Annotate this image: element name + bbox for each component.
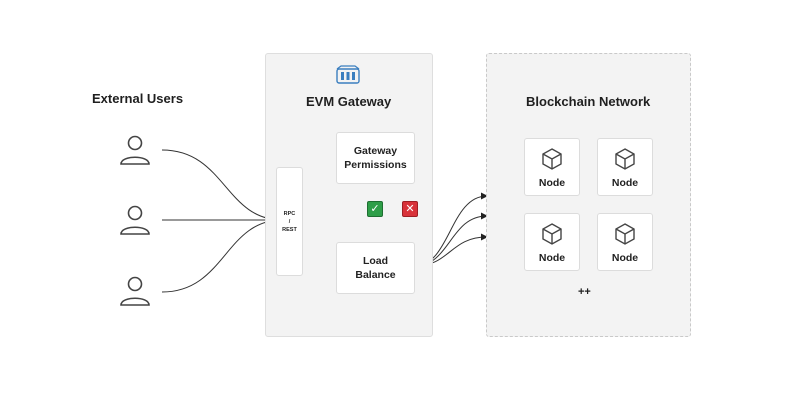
node-label: Node <box>611 252 639 264</box>
node-label: Node <box>611 177 639 189</box>
gateway-icon <box>336 65 360 84</box>
check-icon: ✓ <box>367 201 383 217</box>
node-card: Node <box>524 213 580 271</box>
node-card: Node <box>597 138 653 196</box>
permissions-box: Gateway Permissions <box>336 132 415 184</box>
user-icon <box>120 276 150 306</box>
load-balance-box: Load Balance <box>336 242 415 294</box>
gateway-heading: EVM Gateway <box>306 94 392 109</box>
user-icon <box>120 135 150 165</box>
network-panel <box>486 53 691 337</box>
node-card: Node <box>524 138 580 196</box>
users-heading: External Users <box>92 91 184 106</box>
cube-icon <box>542 223 562 245</box>
cube-icon <box>542 148 562 170</box>
node-card: Node <box>597 213 653 271</box>
network-heading: Blockchain Network <box>526 94 651 109</box>
node-label: Node <box>538 177 566 189</box>
more-nodes-label: ++ <box>578 286 591 298</box>
cube-icon <box>615 223 635 245</box>
cube-icon <box>615 148 635 170</box>
node-label: Node <box>538 252 566 264</box>
edge-user1-rpc <box>161 149 283 224</box>
rpc-rest-box: RPC / REST <box>276 167 303 276</box>
cross-icon: ✕ <box>402 201 418 217</box>
edge-user3-rpc <box>161 216 283 293</box>
user-icon <box>120 205 150 235</box>
